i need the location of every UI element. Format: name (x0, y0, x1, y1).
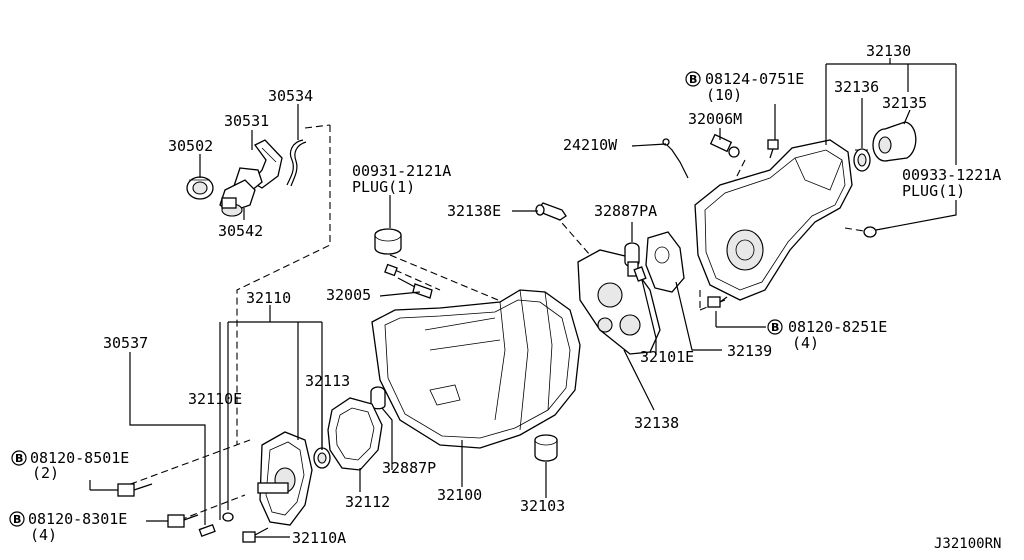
part-32100-transmission-case[interactable] (371, 289, 581, 449)
label-32101e[interactable]: 32101E (640, 348, 694, 366)
label-32005[interactable]: 32005 (326, 286, 371, 304)
bolt-qty: (10) (706, 86, 742, 104)
label-plug-left-number[interactable]: 00931-2121A (352, 162, 451, 180)
part-plug-00933-1221a[interactable] (863, 226, 877, 238)
part-32138e-tube[interactable] (535, 202, 567, 221)
label-32130[interactable]: 32130 (866, 42, 911, 60)
bolt-badge-letter: B (13, 513, 21, 526)
part-bolt-08120-8301e[interactable] (167, 514, 199, 528)
bolt-label-08124-0751e[interactable]: B 08124-0751E (10) (685, 70, 804, 104)
part-pin-32110e[interactable] (198, 512, 234, 537)
part-32136-seal[interactable] (853, 148, 871, 172)
bolt-badge-icon (9, 511, 25, 527)
bolt-label-08120-8501e[interactable]: B 08120-8501E (2) (11, 449, 129, 482)
part-24210w-wire[interactable] (662, 138, 689, 179)
label-32135[interactable]: 32135 (882, 94, 927, 112)
bolt-number: 08120-8251E (788, 318, 887, 336)
bolt-badge-icon (11, 450, 27, 466)
label-32103[interactable]: 32103 (520, 497, 565, 515)
part-30502-release-bearing[interactable] (186, 176, 214, 200)
part-bolt-08120-8501e[interactable] (117, 483, 153, 497)
bolt-badge-letter: B (15, 452, 23, 465)
label-32110a[interactable]: 32110A (292, 529, 346, 547)
label-32887pa[interactable]: 32887PA (594, 202, 657, 220)
bolt-number: 08120-8301E (28, 510, 127, 528)
part-32130-rear-housing[interactable] (694, 139, 853, 301)
label-32113[interactable]: 32113 (305, 372, 350, 390)
part-30534-clip[interactable] (286, 139, 307, 187)
bolt-label-08120-8301e[interactable]: B 08120-8301E (4) (9, 510, 127, 544)
label-plug-left-note: PLUG(1) (352, 178, 415, 196)
part-32112-gasket[interactable] (327, 397, 383, 471)
label-30502[interactable]: 30502 (168, 137, 213, 155)
label-32139[interactable]: 32139 (727, 342, 772, 360)
leader-lines (89, 58, 957, 538)
part-bolt-32110a[interactable] (242, 527, 269, 543)
bolt-number: 08124-0751E (705, 70, 804, 88)
bolt-number: 08120-8501E (30, 449, 129, 467)
bolt-qty: (4) (30, 526, 57, 544)
diagram-reference-code: J32100RN (934, 536, 1001, 552)
bolt-label-08120-8251e[interactable]: B 08120-8251E (4) (767, 318, 887, 352)
part-bolt-08120-8251e[interactable] (707, 296, 728, 308)
bolt-qty: (4) (792, 334, 819, 352)
bolt-qty: (2) (32, 464, 59, 482)
label-30531[interactable]: 30531 (224, 112, 269, 130)
label-30542[interactable]: 30542 (218, 222, 263, 240)
part-32113-seal[interactable] (313, 447, 331, 469)
label-32110e[interactable]: 32110E (188, 390, 242, 408)
label-32110[interactable]: 32110 (246, 289, 291, 307)
part-labels: 30534 30531 30502 30542 32110 30537 3211… (103, 42, 1001, 547)
label-24210w[interactable]: 24210W (563, 136, 618, 154)
label-32006m[interactable]: 32006M (688, 110, 742, 128)
label-32138e[interactable]: 32138E (447, 202, 501, 220)
part-32103-mount[interactable] (534, 434, 558, 462)
part-32101e-dowel[interactable] (633, 266, 647, 282)
part-30542-pivot[interactable] (219, 179, 256, 217)
bolt-badge-letter: B (689, 73, 697, 86)
bolt-badge-icon (767, 319, 783, 335)
part-32135-bushing[interactable] (872, 121, 917, 162)
part-plug-00931-2121a[interactable] (374, 228, 402, 255)
part-32006m-switch[interactable] (709, 133, 740, 158)
bolt-badge-icon (685, 71, 701, 87)
part-32005-sensor[interactable] (384, 263, 433, 299)
label-plug-right-note: PLUG(1) (902, 182, 965, 200)
label-32136[interactable]: 32136 (834, 78, 879, 96)
assembly-guide-lines (119, 124, 871, 521)
label-32887p[interactable]: 32887P (382, 459, 436, 477)
part-32139-gasket[interactable] (645, 231, 685, 293)
label-30537[interactable]: 30537 (103, 334, 148, 352)
label-32138[interactable]: 32138 (634, 414, 679, 432)
label-30534[interactable]: 30534 (268, 87, 313, 105)
bolt-labels: B 08124-0751E (10) B 08120-8251E (4) B 0… (9, 70, 887, 544)
part-32110-front-cover[interactable] (257, 431, 313, 526)
label-32112[interactable]: 32112 (345, 493, 390, 511)
label-plug-right-number[interactable]: 00933-1221A (902, 166, 1001, 184)
part-32887p-bushing[interactable] (370, 386, 386, 410)
part-bolt-08124-0751e[interactable] (767, 139, 779, 159)
label-32100[interactable]: 32100 (437, 486, 482, 504)
bolt-badge-letter: B (771, 321, 779, 334)
